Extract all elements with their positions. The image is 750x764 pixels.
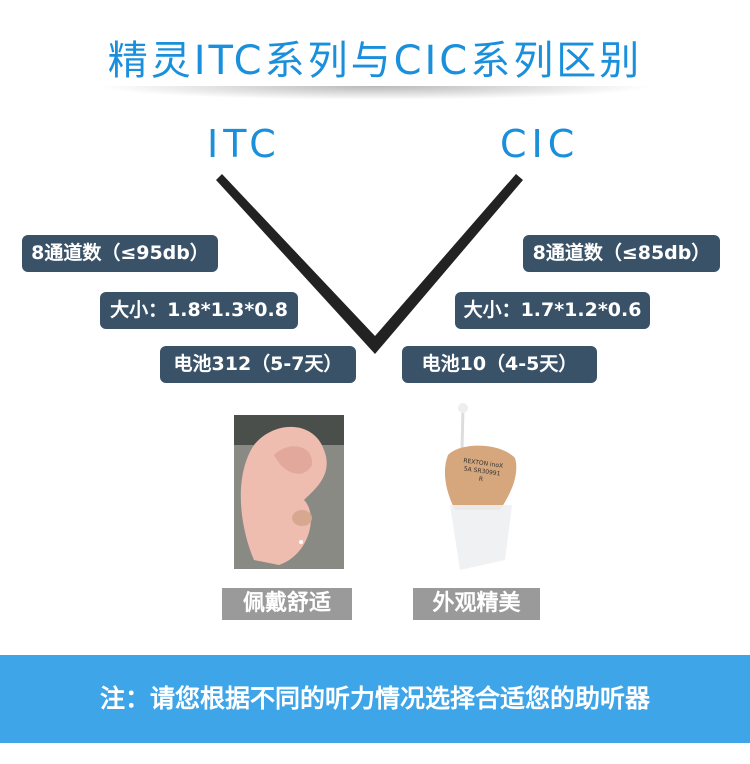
- cic-spec-size: 大小：1.7*1.2*0.6: [455, 292, 650, 329]
- itc-spec-size: 大小：1.8*1.3*0.8: [100, 292, 298, 329]
- v-divider: [216, 174, 523, 354]
- footer-note: 注：请您根据不同的听力情况选择合适您的助听器: [99, 684, 650, 713]
- cic-image-caption: 外观精美: [413, 588, 540, 620]
- page-title: 精灵ITC系列与CIC系列区别: [107, 38, 643, 84]
- footer-banner: 注：请您根据不同的听力情况选择合适您的助听器: [0, 655, 750, 743]
- itc-spec-channels: 8通道数（≤95db）: [22, 235, 218, 272]
- hearing-aid-image: [444, 403, 517, 570]
- ear-image: [234, 415, 344, 569]
- itc-heading: ITC: [207, 122, 281, 166]
- title-shadow-divider: [95, 86, 655, 100]
- cic-heading: CIC: [500, 122, 580, 166]
- cic-spec-channels: 8通道数（≤85db）: [523, 235, 720, 272]
- itc-spec-battery: 电池312（5-7天）: [160, 346, 356, 383]
- itc-image-caption: 佩戴舒适: [222, 588, 352, 620]
- cic-spec-battery: 电池10（4-5天）: [402, 346, 597, 383]
